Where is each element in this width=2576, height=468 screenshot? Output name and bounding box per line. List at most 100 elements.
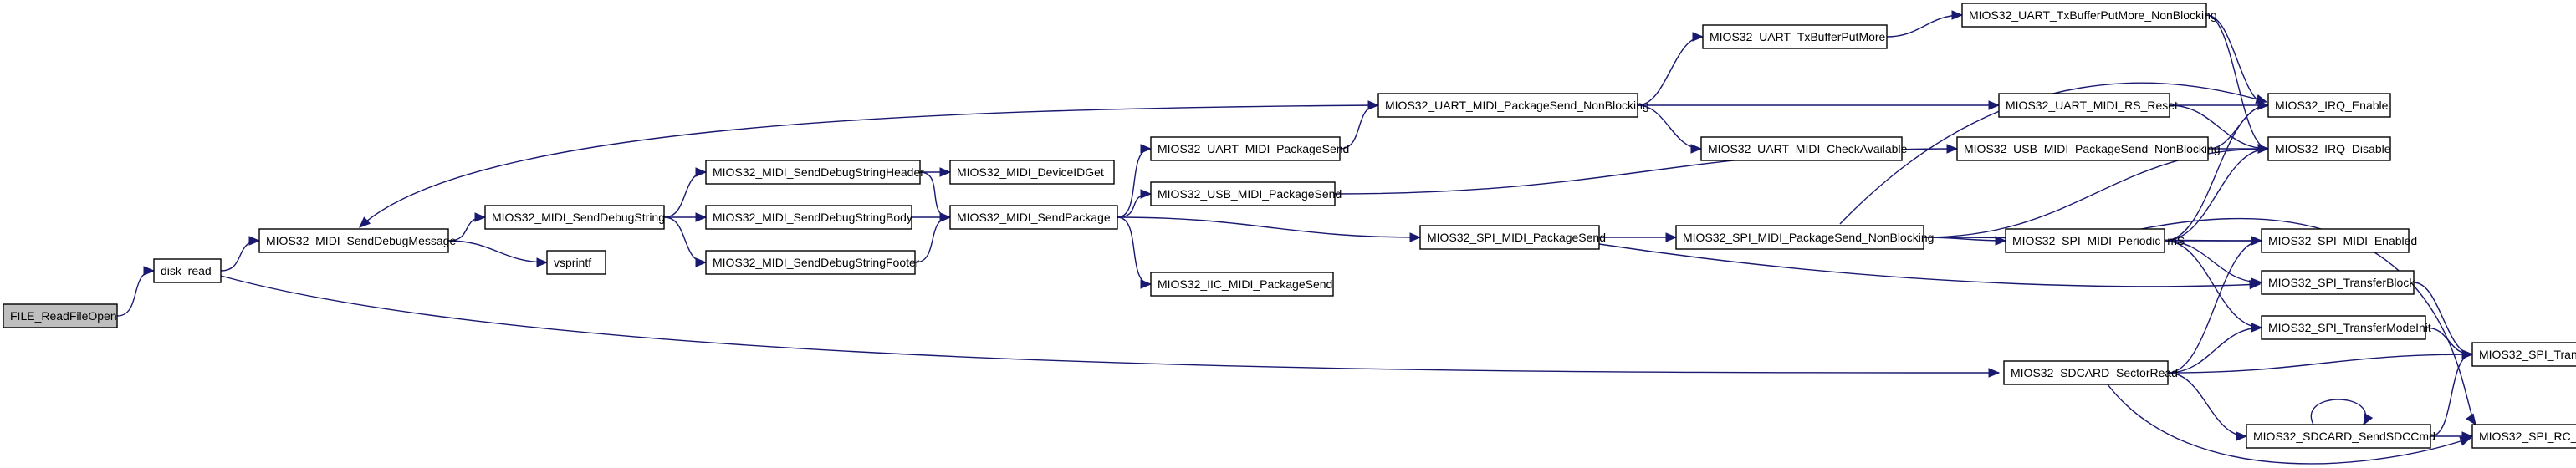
node-label: MIOS32_MIDI_SendDebugString <box>492 211 665 224</box>
node-file-readfileopen[interactable]: FILE_ReadFileOpen <box>3 303 118 328</box>
node-label: MIOS32_SDCARD_SendSDCCmd <box>2253 430 2435 443</box>
node-spi-transfer-block[interactable]: MIOS32_SPI_TransferBlock <box>2261 270 2415 295</box>
node-irq-disable[interactable]: MIOS32_IRQ_Disable <box>2267 136 2391 161</box>
node-sdcard-send-sdc-cmd[interactable]: MIOS32_SDCARD_SendSDCCmd <box>2246 424 2435 449</box>
node-label: MIOS32_SPI_TransferBlock <box>2268 276 2415 289</box>
node-irq-enable[interactable]: MIOS32_IRQ_Enable <box>2267 93 2391 118</box>
node-spi-rc-pin-set[interactable]: MIOS32_SPI_RC_PinSet <box>2471 424 2576 449</box>
arrowhead <box>1409 232 1422 242</box>
node-box <box>1702 24 1888 49</box>
arrowhead <box>2257 100 2270 110</box>
node-box <box>1956 136 2209 161</box>
arrowhead <box>939 167 952 177</box>
node-box <box>1150 181 1336 206</box>
node-spi-package-send[interactable]: MIOS32_SPI_MIDI_PackageSend <box>1419 225 1606 250</box>
arrowhead <box>1988 368 2001 378</box>
node-label: MIOS32_SPI_TransferByte <box>2479 348 2576 361</box>
node-box <box>546 250 606 275</box>
arrowhead <box>2251 277 2263 287</box>
node-sdcard-sector-read[interactable]: MIOS32_SDCARD_SectorRead <box>2003 360 2178 385</box>
node-uart-rs-reset[interactable]: MIOS32_UART_MIDI_RS_Reset <box>1998 93 2178 118</box>
call-edge <box>663 167 708 218</box>
arrowhead <box>1690 144 1703 154</box>
node-device-id-get[interactable]: MIOS32_MIDI_DeviceIDGet <box>949 160 1115 185</box>
call-edge <box>1886 10 1964 38</box>
node-label: MIOS32_IRQ_Enable <box>2275 99 2389 112</box>
arrowhead <box>1692 32 1705 42</box>
node-debug-footer[interactable]: MIOS32_MIDI_SendDebugStringFooter <box>705 250 920 275</box>
arrowhead <box>1995 236 2007 246</box>
call-edge <box>2164 144 2270 242</box>
node-label: vsprintf <box>554 256 591 269</box>
node-label: MIOS32_UART_TxBufferPutMore_NonBlocking <box>1969 8 2217 22</box>
node-box <box>2261 315 2426 340</box>
arrowhead <box>695 257 708 267</box>
node-send-package[interactable]: MIOS32_MIDI_SendPackage <box>949 205 1118 230</box>
node-iic-package-send[interactable]: MIOS32_IIC_MIDI_PackageSend <box>1150 272 1334 297</box>
node-box <box>1150 272 1334 297</box>
call-edge <box>2430 431 2474 441</box>
node-debug-header[interactable]: MIOS32_MIDI_SendDebugStringHeader <box>705 160 924 185</box>
arrowhead <box>536 257 549 267</box>
node-uart-txbuffer-put-more-nb[interactable]: MIOS32_UART_TxBufferPutMore_NonBlocking <box>1961 3 2217 28</box>
node-label: MIOS32_SPI_RC_PinSet <box>2479 430 2576 443</box>
arrowhead <box>2363 413 2374 426</box>
node-box <box>2003 360 2169 385</box>
node-box <box>1998 93 2170 118</box>
node-box <box>153 258 222 283</box>
call-edge <box>1637 104 1703 154</box>
node-uart-txbuffer-put-more[interactable]: MIOS32_UART_TxBufferPutMore <box>1702 24 1888 49</box>
node-label: FILE_ReadFileOpen <box>10 309 117 323</box>
node-spi-midi-enabled[interactable]: MIOS32_SPI_MIDI_Enabled <box>2261 228 2417 253</box>
node-label: MIOS32_IIC_MIDI_PackageSend <box>1158 277 1332 291</box>
call-edge <box>2164 100 2270 242</box>
call-edge <box>664 212 708 222</box>
node-label: MIOS32_SPI_TransferModeInit <box>2268 321 2431 334</box>
call-edge <box>1117 144 1153 218</box>
arrowhead <box>1140 279 1153 289</box>
node-spi-package-send-nb[interactable]: MIOS32_SPI_MIDI_PackageSend_NonBlocking <box>1675 225 1934 250</box>
arrowhead <box>2257 144 2270 154</box>
node-label: MIOS32_USB_MIDI_PackageSend <box>1158 187 1342 201</box>
arrowhead <box>2461 349 2474 359</box>
call-edge <box>1638 100 2001 110</box>
node-label: MIOS32_MIDI_SendDebugStringBody <box>713 211 912 224</box>
node-send-debug-string[interactable]: MIOS32_MIDI_SendDebugString <box>484 205 665 230</box>
node-box <box>1700 136 1903 161</box>
node-usb-package-send[interactable]: MIOS32_USB_MIDI_PackageSend <box>1150 181 1342 206</box>
node-box <box>2261 228 2410 253</box>
node-uart-package-send[interactable]: MIOS32_UART_MIDI_PackageSend <box>1150 136 1349 161</box>
call-edge <box>2205 14 2270 154</box>
node-box <box>258 228 449 253</box>
call-edge <box>1599 232 1678 242</box>
node-send-debug-message[interactable]: MIOS32_MIDI_SendDebugMessage <box>258 228 456 253</box>
node-box <box>949 160 1115 185</box>
call-edge <box>359 104 1379 228</box>
node-spi-transfer-byte[interactable]: MIOS32_SPI_TransferByte <box>2471 342 2576 367</box>
function-nodes: FILE_ReadFileOpen disk_read MIOS32_MIDI_Se… <box>3 3 2576 449</box>
arrowhead <box>2236 431 2248 441</box>
node-box <box>1675 225 1924 250</box>
call-edges <box>116 10 2476 465</box>
node-vsprintf[interactable]: vsprintf <box>546 250 606 275</box>
arrowhead <box>2461 431 2474 441</box>
arrowhead <box>1988 100 2001 110</box>
call-edge <box>2170 100 2270 110</box>
node-box <box>1377 93 1638 118</box>
node-usb-package-send-nb[interactable]: MIOS32_USB_MIDI_PackageSend_NonBlocking <box>1956 136 2221 161</box>
node-spi-transfer-mode-init[interactable]: MIOS32_SPI_TransferModeInit <box>2261 315 2431 340</box>
node-label: MIOS32_MIDI_SendDebugMessage <box>266 234 456 247</box>
arrowhead <box>359 216 371 228</box>
node-uart-check-available[interactable]: MIOS32_UART_MIDI_CheckAvailable <box>1700 136 1908 161</box>
node-uart-package-send-nb[interactable]: MIOS32_UART_MIDI_PackageSend_NonBlocking <box>1377 93 1649 118</box>
arrowhead <box>1951 10 1964 20</box>
node-spi-periodic[interactable]: MIOS32_SPI_MIDI_Periodic_mS <box>2005 228 2185 253</box>
node-label: MIOS32_MIDI_DeviceIDGet <box>957 165 1104 179</box>
node-box <box>2005 228 2165 253</box>
node-disk-read[interactable]: disk_read <box>153 258 222 283</box>
node-debug-body[interactable]: MIOS32_MIDI_SendDebugStringBody <box>705 205 912 230</box>
node-box <box>705 160 921 185</box>
call-edge <box>663 216 708 267</box>
node-label: MIOS32_UART_MIDI_CheckAvailable <box>1708 142 1908 155</box>
